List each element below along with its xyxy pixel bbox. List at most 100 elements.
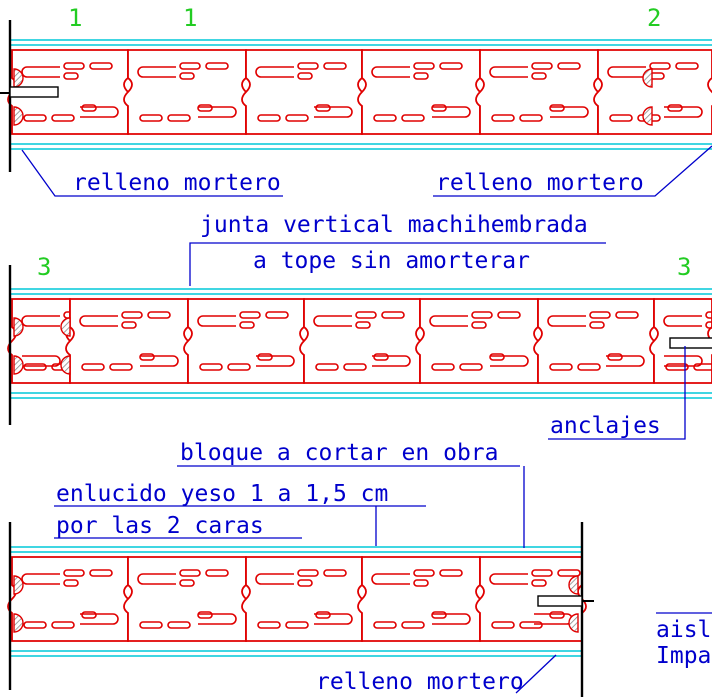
label-enlucido-line1: enlucido yeso 1 a 1,5 cm [56,481,388,507]
block-unit [415,298,543,384]
block-unit [65,298,193,384]
slot [63,62,85,70]
slot [705,311,712,319]
wall-lines [0,20,712,697]
block-row [7,288,712,399]
groove [255,573,294,585]
slot [589,311,611,319]
slot [23,114,47,122]
leader-lines [21,145,712,694]
block-unit [357,556,485,642]
slot [557,569,581,577]
slot [51,621,75,629]
slot [531,569,553,577]
slot [323,569,347,577]
block-unit [183,298,309,384]
slot [401,114,425,122]
label-junta-line1: junta vertical machihembrada [200,212,588,238]
slot [693,363,712,371]
block-unit [533,298,659,384]
number-row1-a: 1 [68,4,82,32]
slot [265,311,289,319]
slot [239,311,261,319]
slot [23,363,47,371]
block-unit [7,556,133,642]
slot [205,62,229,70]
groove [140,355,179,367]
leader-line [21,149,283,197]
slot [167,621,191,629]
slot [607,353,623,361]
slot [355,311,377,319]
slot [439,569,463,577]
slot [491,621,515,629]
groove [489,66,528,78]
mortar-fill [13,613,24,633]
slot [381,311,405,319]
slot [197,611,213,619]
slot [343,363,367,371]
slot [139,621,163,629]
slot [81,104,97,112]
label-aislamiento: aisla [656,617,712,643]
slot [373,621,397,629]
block-rows [7,39,712,657]
slot [413,72,429,80]
slot [431,611,447,619]
number-row1-c: 2 [647,4,661,32]
slot [297,72,313,80]
slot [531,72,547,80]
slot [227,363,251,371]
slot [355,321,371,329]
anchor-plate [9,86,59,98]
slot [315,611,331,619]
slot [121,321,137,329]
label-relleno-mortero-1: relleno mortero [73,170,281,196]
slot [63,72,79,80]
mortar-fill [60,317,71,337]
slot [489,353,505,361]
slot [121,311,143,319]
slot [413,579,429,587]
block-unit [475,556,587,642]
groove [198,613,237,625]
label-relleno-mortero-3: relleno mortero [316,669,524,695]
block-unit [299,298,425,384]
slot [531,62,553,70]
slot [649,62,671,70]
block-row [7,546,587,657]
mortar-fill [13,355,24,375]
slot [89,569,113,577]
anchor-plate [669,337,712,349]
label-anclajes: anclajes [550,413,661,439]
slot [23,621,47,629]
label-relleno-mortero-2: relleno mortero [436,170,644,196]
slot [257,353,273,361]
mortar-fill [13,106,24,126]
mortar-fill [60,355,71,375]
slot [705,321,712,329]
slot [323,62,347,70]
slot [459,363,483,371]
slot [413,62,435,70]
slot [63,569,85,577]
slot [373,353,389,361]
slot [615,311,639,319]
groove [432,106,471,118]
slot [257,114,281,122]
block-unit [475,49,603,135]
slot [285,621,309,629]
slot [549,363,573,371]
groove [663,315,702,327]
slot [285,114,309,122]
label-junta-line2: a tope sin amorterar [253,248,530,274]
groove [371,66,410,78]
slot [297,569,319,577]
slot [471,311,493,319]
slot [81,611,97,619]
groove [198,106,237,118]
leader-line [54,505,426,546]
slot [315,104,331,112]
slot [401,621,425,629]
